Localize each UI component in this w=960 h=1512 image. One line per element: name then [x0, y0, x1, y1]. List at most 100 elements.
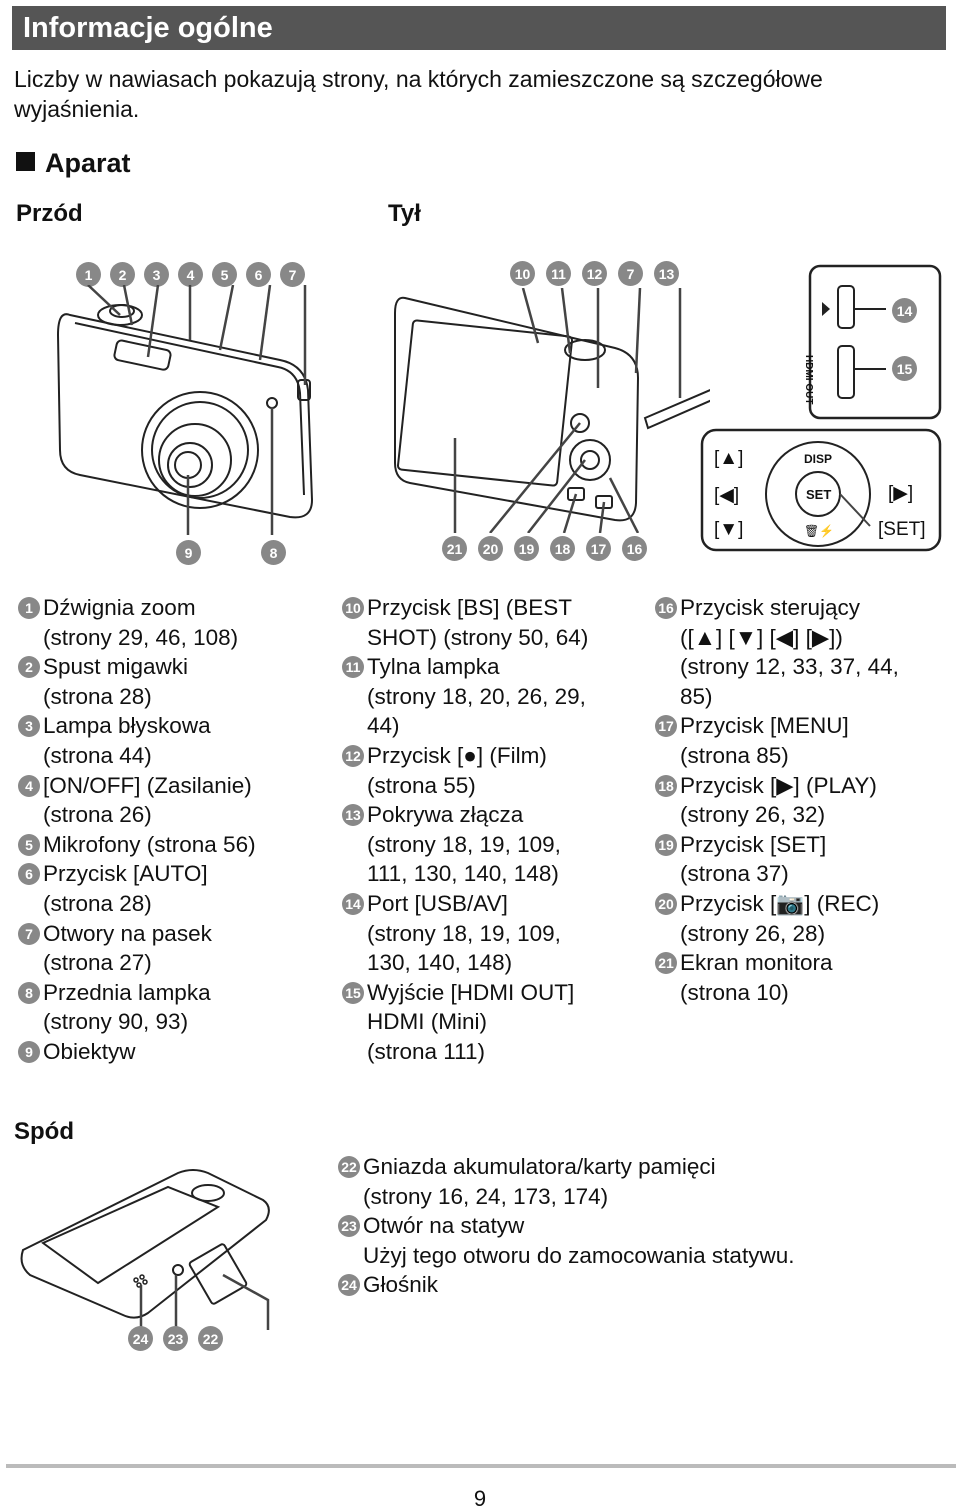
callout-number-22: 22 [198, 1326, 223, 1351]
item-text: Przycisk [▶] (PLAY) (strony 26, 32) [680, 772, 877, 828]
set-button-label: [SET] [878, 519, 926, 540]
item-text: Otwór na statyw Użyj tego otworu do zamo… [363, 1213, 795, 1268]
item-text: Tylna lampka (strony 18, 20, 26, 29, 44) [367, 654, 586, 739]
callout-number-3: 3 [144, 262, 169, 287]
item-text: Głośnik [363, 1272, 439, 1298]
item-number-badge: 1 [18, 597, 40, 619]
item-text: Obiektyw [43, 1038, 136, 1064]
label-bottom: Spód [14, 1118, 74, 1145]
item-text: Przycisk [MENU] (strona 85) [680, 713, 849, 768]
callout-number-21: 21 [442, 536, 467, 561]
callout-number-10: 10 [510, 261, 535, 286]
callout-number-19: 19 [514, 536, 539, 561]
callout-number-15: 15 [892, 356, 917, 381]
dpad-down-label: [▼] [714, 519, 744, 540]
item-text: Przycisk [SET] (strona 37) [680, 831, 827, 887]
item-text: Otwory na pasek (strona 27) [43, 920, 212, 976]
item-number-badge: 21 [655, 952, 677, 975]
item-number-badge: 16 [655, 597, 677, 619]
callout-number-7: 7 [280, 262, 305, 287]
item-text: Mikrofony (strona 56) [43, 831, 256, 857]
item-text: Przycisk [BS] (BEST SHOT) (strony 50, 64… [367, 595, 589, 650]
callout-number-17: 17 [586, 536, 611, 561]
item-number-badge: 19 [655, 833, 677, 856]
item-number-badge: 9 [18, 1040, 40, 1063]
list-item: 4[ON/OFF] (Zasilanie) (strona 26) [18, 771, 328, 830]
back-callouts-bottom: 21 20 19 18 17 16 [442, 536, 647, 561]
item-text: Przycisk [📷] (REC) (strony 26, 28) [680, 890, 880, 946]
item-number-badge: 5 [18, 833, 40, 856]
item-text: Wyjście [HDMI OUT] HDMI (Mini) (strona 1… [367, 979, 575, 1064]
callout-number-23: 23 [163, 1326, 188, 1351]
callout-number-16: 16 [622, 536, 647, 561]
item-text: Pokrywa złącza (strony 18, 19, 109, 111,… [367, 802, 561, 887]
front-camera-drawing [56, 285, 314, 535]
item-text: Przycisk sterujący ([▲] [▼] [◀] [▶]) (st… [680, 595, 899, 709]
callout-number-9: 9 [176, 540, 201, 565]
item-text: Spust migawki (strona 28) [43, 654, 189, 709]
dpad-right-label: [▶] [888, 483, 914, 504]
callout-number-20: 20 [478, 536, 503, 561]
callout-number-5: 5 [212, 262, 237, 287]
page-number: 9 [473, 1486, 487, 1511]
callout-number-24: 24 [128, 1326, 153, 1351]
trash-flash-icon: 🗑⚡ [804, 524, 835, 538]
item-number-badge: 6 [18, 863, 40, 886]
item-text: Przycisk [AUTO] (strona 28) [43, 861, 208, 916]
item-number-badge: 17 [655, 715, 677, 738]
subsection-title-text: Aparat [45, 148, 131, 178]
subsection-title: Aparat [16, 148, 131, 179]
callout-number-1: 1 [76, 262, 101, 287]
item-number-badge: 13 [342, 804, 364, 827]
item-text: Dźwignia zoom (strony 29, 46, 108) [43, 595, 239, 650]
item-text: [ON/OFF] (Zasilanie) (strona 26) [43, 772, 252, 828]
item-number-badge: 15 [342, 981, 364, 1004]
item-number-badge: 20 [655, 892, 677, 915]
callout-number-7: 7 [618, 261, 643, 286]
bottom-camera-drawing [20, 1169, 270, 1330]
connector-panel [808, 264, 942, 420]
item-text: Lampa błyskowa (strona 44) [43, 713, 211, 768]
back-camera-drawing [394, 288, 710, 533]
dpad-up-label: [▲] [714, 448, 744, 469]
hdmi-out-text: HDMI OUT [803, 355, 814, 405]
item-number-badge: 8 [18, 981, 40, 1004]
item-number-badge: 7 [18, 922, 40, 945]
item-number-badge: 4 [18, 774, 40, 797]
callout-number-18: 18 [550, 536, 575, 561]
label-front: Przód [16, 200, 83, 227]
footer-rule [6, 1464, 956, 1468]
item-number-badge: 24 [338, 1274, 360, 1297]
item-number-badge: 14 [342, 892, 364, 915]
item-number-badge: 18 [655, 774, 677, 797]
dpad-left-label: [◀] [714, 485, 740, 506]
item-text: Przycisk [●] (Film) (strona 55) [367, 742, 547, 798]
item-number-badge: 10 [342, 597, 364, 619]
section-header: Informacje ogólne [12, 6, 946, 50]
item-number-badge: 23 [338, 1215, 360, 1238]
item-number-badge: 2 [18, 656, 40, 679]
set-text: SET [806, 487, 832, 502]
